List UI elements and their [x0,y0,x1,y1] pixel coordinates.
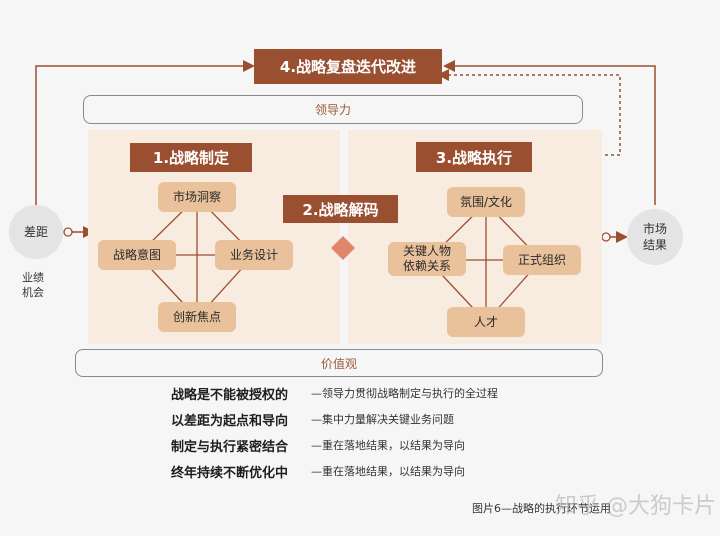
gap-note: 业绩 机会 [22,270,62,300]
values-bar: 价值观 [75,349,603,377]
bullet-item: 制定与执行紧密结合 —重在落地结果，以结果为导向 [171,432,571,458]
bullet-desc: —重在落地结果，以结果为导向 [311,465,465,478]
bullet-title: 战略是不能被授权的 [171,387,289,403]
gap-note-line1: 业绩 [22,271,44,284]
watermark: 知乎 @大狗卡片 [555,494,716,519]
market-result-line2: 结果 [642,238,667,252]
node-business-design: 业务设计 [215,240,293,270]
step1-box: 1.战略制定 [130,143,252,172]
node-key-people-line2: 依赖关系 [402,259,451,273]
bullet-desc: —集中力量解决关键业务问题 [311,413,454,426]
step3-box: 3.战略执行 [416,142,532,172]
node-innovation-focus: 创新焦点 [158,302,236,332]
node-market-insight: 市场洞察 [158,182,236,212]
node-key-people-line1: 关键人物 [402,244,451,258]
feedback-line-right [443,60,656,205]
node-key-people: 关键人物 依赖关系 [388,242,466,276]
bullet-desc: —重在落地结果，以结果为导向 [311,439,465,452]
node-talent: 人才 [447,307,525,337]
node-strategic-intent: 战略意图 [98,240,176,270]
bullet-title: 以差距为起点和导向 [171,413,289,429]
leadership-bar: 领导力 [83,95,583,124]
bullet-desc: —领导力贯彻战略制定与执行的全过程 [311,387,498,400]
bullet-title: 终年持续不断优化中 [171,465,289,481]
step2-box: 2.战略解码 [283,195,398,223]
node-climate-culture: 氛围/文化 [447,187,525,217]
gap-note-line2: 机会 [22,286,44,299]
feedback-line-left [35,60,255,205]
center-diamond [331,236,355,260]
gap-circle: 差距 [9,205,63,259]
bullet-item: 以差距为起点和导向 —集中力量解决关键业务问题 [171,406,571,432]
bullet-list: 战略是不能被授权的 —领导力贯彻战略制定与执行的全过程 以差距为起点和导向 —集… [171,380,571,484]
node-formal-org: 正式组织 [503,245,581,275]
iterate-box: 4.战略复盘迭代改进 [254,49,442,84]
market-result-circle: 市场 结果 [627,209,683,265]
bullet-item: 终年持续不断优化中 —重在落地结果，以结果为导向 [171,458,571,484]
figure-caption: 图片6—战略的执行环节运用 [472,502,611,515]
bullet-title: 制定与执行紧密结合 [171,439,289,455]
bullet-item: 战略是不能被授权的 —领导力贯彻战略制定与执行的全过程 [171,380,571,406]
market-result-line1: 市场 [642,222,667,236]
